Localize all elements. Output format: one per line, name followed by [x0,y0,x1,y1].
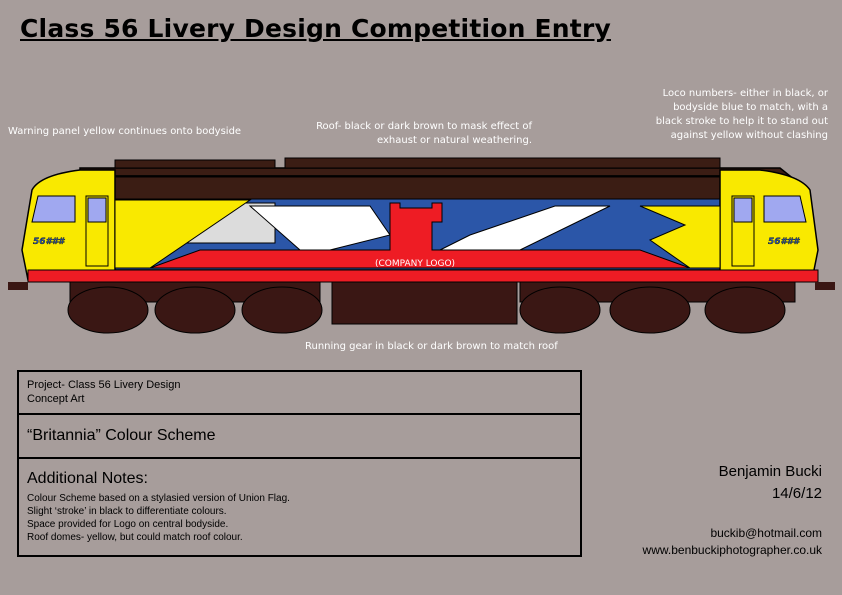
page-title: Class 56 Livery Design Competition Entry [20,14,611,43]
loco-buffer-right [815,282,835,290]
numbers-annotation: Loco numbers- either in black, or bodysi… [620,87,828,143]
loco-bogie-left [67,281,323,334]
company-logo-placeholder: (COMPANY LOGO) [375,259,455,269]
locomotive-illustration: 56### 56### (COMPANY LOGO) [8,157,835,334]
warning-panel-annotation: Warning panel yellow continues onto body… [8,126,242,137]
author-email[interactable]: buckib@hotmail.com [710,526,822,540]
notes-heading: Additional Notes: [27,470,148,487]
author-website[interactable]: www.benbuckiphotographer.co.uk [642,543,822,557]
flag-white-diagonal-left [248,205,391,251]
project-box: Project- Class 56 Livery Design Concept … [17,370,582,415]
wheel [241,286,323,334]
loco-door-window-right [733,197,753,223]
loco-yellow-stripe-right [639,205,721,269]
loco-fuel-tank [331,281,518,325]
notes-box: Additional Notes: Colour Scheme based on… [17,457,582,557]
loco-window-right [763,195,807,223]
loco-buffer-left [8,282,28,290]
wheel [519,286,601,334]
running-gear-annotation: Running gear in black or dark brown to m… [305,341,558,352]
loco-grille-upper [114,176,721,200]
loco-window-left [31,195,76,223]
scheme-name: “Britannia” Colour Scheme [27,427,216,444]
wheel [609,286,691,334]
wheel [67,286,149,334]
loco-door-window-left [87,197,107,223]
scheme-box: “Britannia” Colour Scheme [17,413,582,459]
loco-number-right: 56### [768,237,801,247]
note-item: Slight ‘stroke’ in black to differentiat… [27,506,227,517]
roof-annotation: Roof- black or dark brown to mask effect… [300,120,532,148]
loco-door-left [85,195,109,267]
loco-cab-right [719,169,819,281]
author-date: 14/6/12 [771,485,822,502]
roof-annotation-line: Roof- black or dark brown to mask effect… [316,121,532,132]
note-item: Colour Scheme based on a stylasied versi… [27,493,290,504]
loco-roof [79,167,793,177]
roof-annotation-line: exhaust or natural weathering. [377,135,532,146]
loco-door-right [731,195,755,267]
numbers-annotation-line: black stroke to help it to stand out [655,116,828,127]
project-line: Project- Class 56 Livery Design [27,379,181,391]
wheel [154,286,236,334]
author-name: Benjamin Bucki [718,463,822,480]
loco-roof-vents [114,157,721,169]
loco-cab-left [21,169,116,281]
numbers-annotation-line: against yellow without clashing [670,130,828,141]
wheel [704,286,786,334]
loco-yellow-stripe-left [114,199,252,269]
numbers-annotation-line: Loco numbers- either in black, or [662,88,828,99]
loco-bogie-right [519,281,796,334]
loco-number-left: 56### [33,237,66,247]
project-line: Concept Art [27,393,85,405]
note-item: Roof domes- yellow, but could match roof… [27,532,243,543]
loco-underframe [27,269,819,283]
numbers-annotation-line: bodyside blue to match, with a [673,102,828,113]
flag-red-cross [149,202,691,269]
note-item: Space provided for Logo on central bodys… [27,519,229,530]
